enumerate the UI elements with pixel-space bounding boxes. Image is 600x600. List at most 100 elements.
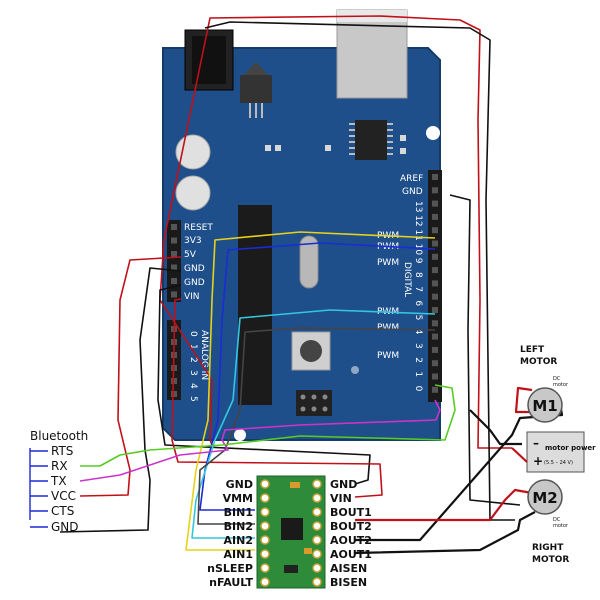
digital-pin-number: 6 <box>413 300 423 306</box>
driver-pin-nsleep: nSLEEP <box>207 562 253 575</box>
m2-motor-label: motor <box>553 523 569 529</box>
m1-motor-label: motor <box>553 382 569 388</box>
driver-pin-hole <box>260 549 270 559</box>
digital-pin-number: 2 <box>413 357 423 363</box>
bluetooth-module: Bluetooth RTS RX TX VCC CTS GND <box>29 429 88 534</box>
capacitor <box>175 175 211 211</box>
m2-label: M2 <box>532 489 557 507</box>
analog-pin-number: 4 <box>188 383 198 389</box>
bluetooth-title: Bluetooth <box>30 429 88 443</box>
header-pin-hole <box>432 293 438 300</box>
header-pin-hole <box>171 264 177 271</box>
wire-m1-black <box>355 402 564 542</box>
driver-pin-bin2: BIN2 <box>224 520 253 533</box>
driver-pin-bisen: BISEN <box>330 576 367 589</box>
wire-black-gnd <box>59 267 182 533</box>
header-pin-hole <box>432 227 438 234</box>
wire-green <box>80 384 456 467</box>
capacitor <box>175 134 211 170</box>
right-motor-title-1: RIGHT <box>532 543 564 553</box>
analog-pin-number: 1 <box>188 344 198 350</box>
driver-pin-hole <box>260 521 270 531</box>
motor-m1-icon <box>527 387 563 423</box>
driver-pin-hole <box>312 493 322 503</box>
m1-dc-label: DC <box>553 376 561 382</box>
driver-pin-hole <box>312 563 322 573</box>
wire-cyan <box>191 309 436 539</box>
digital-pin-number: 7 <box>413 286 423 292</box>
wire-m2-red <box>355 488 533 522</box>
power-label-3v3: 3V3 <box>184 236 202 246</box>
driver-pin-aout1: AOUT1 <box>330 548 372 561</box>
power-pin-labels: RESET 3V3 5V GND GND VIN <box>184 223 213 302</box>
wire-black-gnd2 <box>157 284 371 485</box>
m1-label: M1 <box>532 397 557 415</box>
digital-pin-number: 11 <box>413 229 423 240</box>
power-label: motor power <box>545 444 596 452</box>
driver-pin-bout2: BOUT2 <box>330 520 372 533</box>
header-pin-hole <box>432 267 438 274</box>
analog-pin-labels: 0 1 2 3 4 5 ANALOG IN <box>188 330 209 402</box>
gnd-label: GND <box>402 187 423 197</box>
driver-pin-ain2: AIN2 <box>224 534 253 547</box>
driver-pin-vmm: VMM <box>223 492 253 505</box>
digital-pin-number: 8 <box>413 272 423 278</box>
header-pin-hole <box>171 251 177 257</box>
driver-pin-ain1: AIN1 <box>224 548 253 561</box>
wire-m1-red <box>514 386 533 414</box>
right-motor: M2 DC motor RIGHT MOTOR <box>527 479 569 565</box>
driver-pin-hole <box>312 549 322 559</box>
digital-pin-number: 4 <box>413 329 423 335</box>
voltage-regulator <box>240 75 272 103</box>
motor-m2-icon <box>527 479 563 515</box>
driver-pin-aisen: AISEN <box>330 562 367 575</box>
header-pin-hole <box>171 391 177 397</box>
driver-pin-hole <box>260 535 270 545</box>
header-pin-hole <box>432 280 438 287</box>
bt-pin-vcc: VCC <box>51 489 76 503</box>
header-pin-hole <box>432 307 438 313</box>
driver-pin-bout1: BOUT1 <box>330 506 372 519</box>
driver-pin-gnd: GND <box>226 478 253 491</box>
driver-left-labels: GND VMM BIN1 BIN2 AIN2 AIN1 nSLEEP nFAUL… <box>207 478 253 589</box>
header-pin-hole <box>432 346 438 353</box>
driver-pin-gnd-right: GND <box>330 478 357 491</box>
digital-pin-number: 12 <box>413 215 423 226</box>
driver-pin-hole <box>312 577 322 587</box>
driver-pin-hole <box>312 535 322 545</box>
wire-red-vmm <box>159 15 512 449</box>
power-label-vin: VIN <box>184 292 200 302</box>
usb-chip <box>355 120 387 160</box>
driver-pin-hole <box>260 563 270 573</box>
wire-magenta <box>79 399 441 482</box>
driver-right-labels: GND VIN BOUT1 BOUT2 AOUT2 AOUT1 AISEN BI… <box>330 478 372 589</box>
header-pin-hole <box>432 386 438 393</box>
driver-pin-vin: VIN <box>330 492 352 505</box>
header-pin-hole <box>171 224 177 230</box>
driver-pin-hole <box>312 507 322 517</box>
power-label-reset: RESET <box>184 223 213 233</box>
digital-pin-number: 1 <box>413 371 423 377</box>
digital-pin-number: 0 <box>413 386 423 392</box>
digital-pin-number: 3 <box>413 343 423 349</box>
pwm-label: PWM <box>377 258 399 268</box>
power-plus: + <box>533 454 543 468</box>
left-motor-title-2: MOTOR <box>520 357 557 367</box>
driver-pin-aout2: AOUT2 <box>330 534 372 547</box>
digital-pin-number: 13 <box>413 201 423 212</box>
pwm-label: PWM <box>377 323 399 333</box>
power-label-gnd: GND <box>184 278 205 288</box>
header-pin-hole <box>432 320 438 327</box>
digital-pin-number: 9 <box>413 258 423 264</box>
bt-pin-gnd: GND <box>51 520 79 534</box>
header-pin-hole <box>432 240 438 247</box>
power-label-5v: 5V <box>184 250 197 260</box>
header-pin-hole <box>171 278 177 284</box>
analog-pin-number: 3 <box>188 370 198 376</box>
digital-pin-number: 10 <box>413 244 423 256</box>
bt-pin-rts: RTS <box>51 444 73 458</box>
analog-pin-number: 2 <box>188 357 198 363</box>
bt-pin-cts: CTS <box>51 504 74 518</box>
driver-pin-bin1: BIN1 <box>224 506 253 519</box>
driver-pin-hole <box>312 479 322 489</box>
